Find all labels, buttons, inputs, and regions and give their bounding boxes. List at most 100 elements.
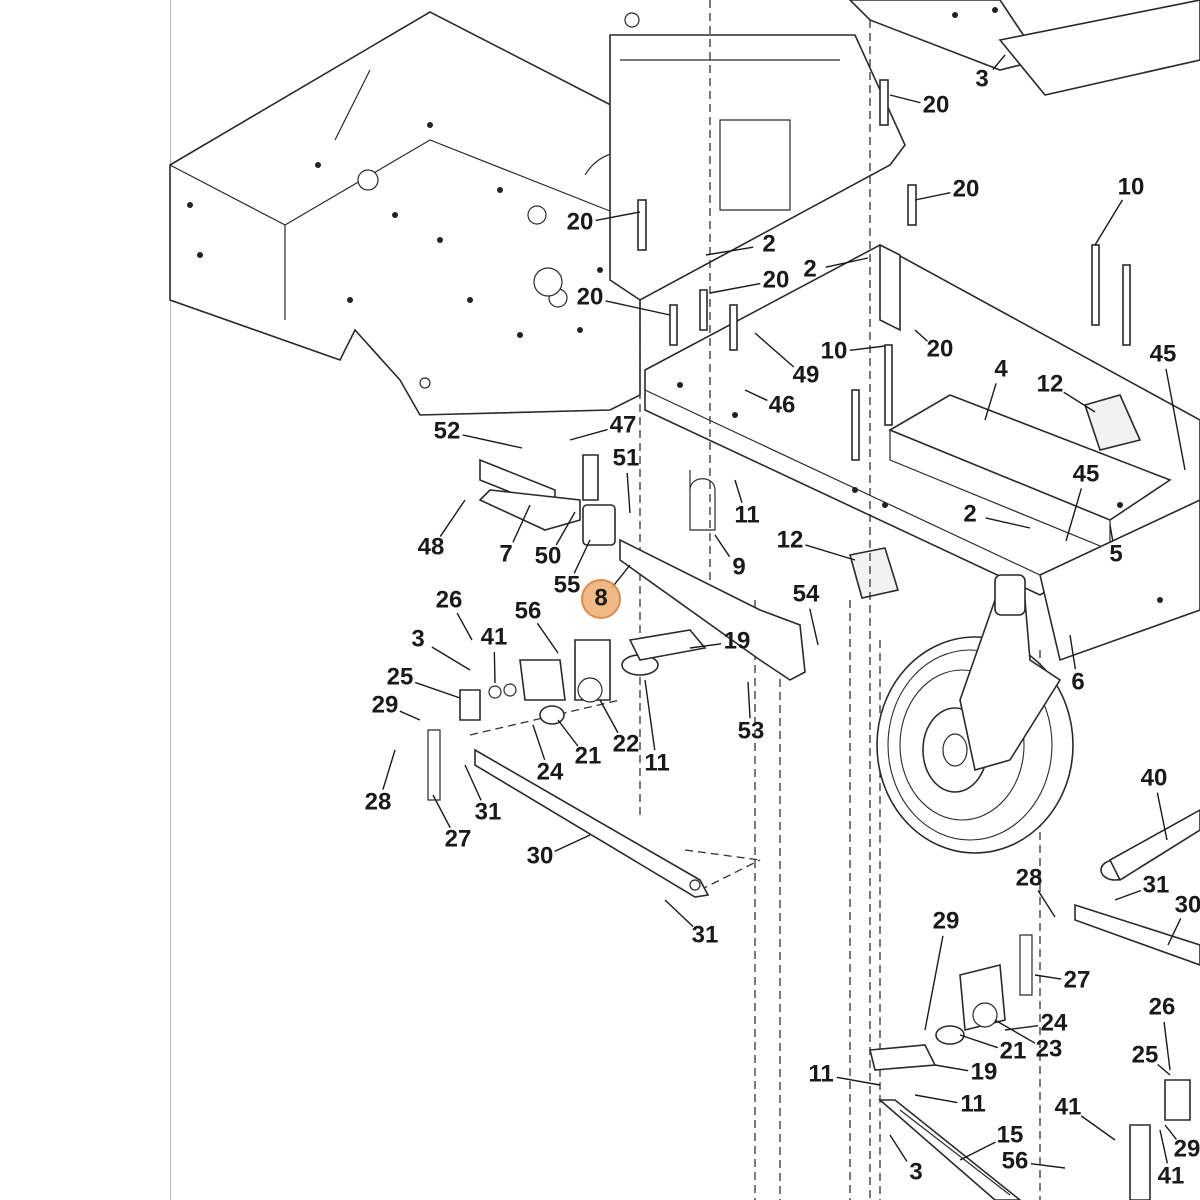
leader-line-34 bbox=[493, 651, 496, 684]
leader-line-25 bbox=[555, 511, 576, 546]
callout-label-27: 9 bbox=[732, 553, 745, 580]
leader-line-40 bbox=[747, 681, 751, 719]
leader-line-32 bbox=[536, 622, 559, 654]
callout-label-65: 3 bbox=[909, 1158, 922, 1185]
leader-line-47 bbox=[554, 834, 591, 852]
callout-label-4: 20 bbox=[927, 335, 954, 362]
leader-line-15 bbox=[1165, 368, 1186, 471]
leader-line-18 bbox=[1109, 524, 1114, 542]
callout-label-2: 20 bbox=[953, 175, 980, 202]
leader-line-43 bbox=[382, 749, 396, 790]
leader-line-53 bbox=[924, 935, 944, 1031]
leader-line-57 bbox=[959, 1034, 998, 1049]
callout-label-42: 24 bbox=[537, 758, 564, 785]
leader-line-20 bbox=[569, 428, 608, 441]
callout-label-7: 20 bbox=[577, 283, 604, 310]
callout-label-57: 21 bbox=[1000, 1037, 1027, 1064]
callout-label-25: 50 bbox=[535, 542, 562, 569]
callout-label-14: 12 bbox=[1037, 370, 1064, 397]
leader-line-59 bbox=[1157, 1063, 1171, 1076]
leader-line-17 bbox=[985, 517, 1031, 529]
callout-label-1: 20 bbox=[923, 91, 950, 118]
leader-line-4 bbox=[914, 329, 928, 342]
callout-label-6: 2 bbox=[803, 255, 816, 282]
leader-line-64 bbox=[959, 1141, 996, 1161]
callout-label-51: 31 bbox=[1143, 871, 1170, 898]
leader-line-10 bbox=[849, 345, 886, 352]
callout-label-0: 3 bbox=[975, 65, 988, 92]
callout-label-41: 11 bbox=[644, 749, 669, 776]
callout-label-37: 29 bbox=[372, 691, 399, 718]
callout-label-16: 45 bbox=[1073, 460, 1100, 487]
callout-label-53: 29 bbox=[933, 907, 960, 934]
frame-housing bbox=[169, 11, 711, 416]
callout-label-18: 5 bbox=[1109, 540, 1122, 567]
callout-label-24: 7 bbox=[499, 540, 512, 567]
callout-label-13: 4 bbox=[994, 355, 1008, 382]
leader-line-39 bbox=[557, 719, 579, 747]
leader-line-42 bbox=[532, 724, 546, 761]
callout-label-17: 2 bbox=[963, 500, 976, 527]
leader-line-9 bbox=[1094, 199, 1124, 246]
callout-label-52: 30 bbox=[1175, 891, 1200, 918]
callout-label-15: 45 bbox=[1150, 340, 1177, 367]
callout-label-28: 12 bbox=[777, 526, 804, 553]
callout-label-45: 27 bbox=[445, 825, 472, 852]
callout-label-9: 10 bbox=[1118, 173, 1145, 200]
leader-line-12 bbox=[744, 389, 768, 402]
callout-label-43: 28 bbox=[365, 788, 392, 815]
callout-label-30: 54 bbox=[793, 580, 820, 607]
leader-line-6 bbox=[825, 257, 869, 268]
leader-line-1 bbox=[889, 94, 921, 104]
callout-label-39: 21 bbox=[575, 742, 602, 769]
leader-line-51 bbox=[1114, 889, 1142, 901]
callout-label-32: 56 bbox=[515, 597, 542, 624]
callout-label-61: 11 bbox=[808, 1060, 833, 1087]
leader-line-45 bbox=[432, 794, 451, 829]
leader-line-66 bbox=[1030, 1162, 1066, 1169]
upper-frame bbox=[609, 0, 1200, 301]
leader-line-31 bbox=[456, 612, 473, 641]
leader-line-33 bbox=[431, 646, 471, 671]
highlight-circle[interactable] bbox=[581, 579, 621, 619]
leader-line-48 bbox=[664, 899, 694, 928]
callout-label-23: 48 bbox=[418, 533, 445, 560]
callout-label-47: 30 bbox=[527, 842, 554, 869]
callout-label-38: 22 bbox=[613, 730, 640, 757]
callout-label-55: 26 bbox=[1149, 993, 1176, 1020]
leader-line-68 bbox=[1159, 1129, 1169, 1164]
callout-label-59: 25 bbox=[1132, 1041, 1159, 1068]
leader-line-22 bbox=[734, 479, 743, 503]
leader-line-7 bbox=[605, 300, 671, 316]
leader-line-65 bbox=[889, 1134, 908, 1162]
left-bracket-assembly bbox=[427, 454, 806, 898]
callout-label-33: 3 bbox=[411, 625, 424, 652]
leader-line-54 bbox=[1034, 974, 1062, 980]
bolts bbox=[637, 79, 1131, 461]
leader-line-26 bbox=[573, 539, 591, 574]
callout-label-40: 53 bbox=[738, 717, 765, 744]
callout-label-20: 47 bbox=[610, 411, 637, 438]
leader-line-55 bbox=[1163, 1021, 1171, 1071]
callout-label-44: 31 bbox=[475, 798, 502, 825]
callout-label-54: 27 bbox=[1064, 966, 1091, 993]
leader-line-52 bbox=[1167, 918, 1182, 946]
callout-label-46: 6 bbox=[1071, 668, 1084, 695]
callout-label-34: 41 bbox=[481, 623, 508, 650]
callout-label-49: 40 bbox=[1141, 764, 1168, 791]
leader-line-24 bbox=[512, 504, 531, 543]
callout-label-10: 10 bbox=[821, 337, 848, 364]
callout-label-29: 8 bbox=[594, 584, 607, 611]
leader-line-11 bbox=[754, 332, 795, 368]
leader-line-60 bbox=[934, 1064, 969, 1072]
leader-line-13 bbox=[984, 383, 997, 421]
leader-line-14 bbox=[1063, 391, 1096, 413]
leader-line-5 bbox=[705, 246, 754, 256]
callout-label-3: 20 bbox=[567, 208, 594, 235]
callout-label-35: 19 bbox=[724, 627, 751, 654]
leader-line-36 bbox=[414, 681, 461, 699]
leader-line-41 bbox=[644, 679, 656, 751]
callout-label-8: 20 bbox=[763, 266, 790, 293]
leader-line-8 bbox=[709, 282, 761, 294]
